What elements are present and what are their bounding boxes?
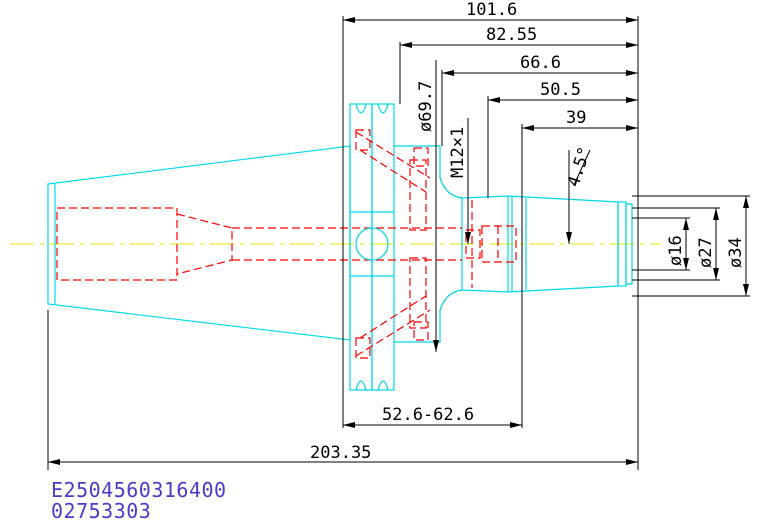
part-outline bbox=[47, 103, 633, 391]
dim-length-5: 39 bbox=[566, 108, 586, 128]
dim-dia-1: ø16 bbox=[666, 235, 686, 266]
dim-length-4: 50.5 bbox=[540, 80, 581, 100]
part-number-line-2: 02753303 bbox=[51, 499, 152, 523]
dim-length-2: 82.55 bbox=[486, 25, 537, 45]
dim-length-1: 101.6 bbox=[466, 0, 517, 20]
dim-dia-2: ø27 bbox=[696, 237, 716, 268]
dim-thread: M12×1 bbox=[448, 127, 468, 178]
dim-range: 52.6-62.6 bbox=[382, 405, 474, 425]
bore-circle bbox=[355, 227, 389, 261]
dim-flange-dia: ø69.7 bbox=[416, 81, 436, 132]
dim-length-3: 66.6 bbox=[520, 53, 561, 73]
dim-overall-length: 203.35 bbox=[310, 443, 371, 463]
dim-dia-3: ø34 bbox=[726, 237, 746, 268]
dimension-lines bbox=[47, 16, 750, 470]
hidden-lines bbox=[56, 129, 517, 359]
dim-angle: 4.5° bbox=[564, 144, 596, 189]
part-number-line-1: E2504560316400 bbox=[51, 478, 227, 502]
